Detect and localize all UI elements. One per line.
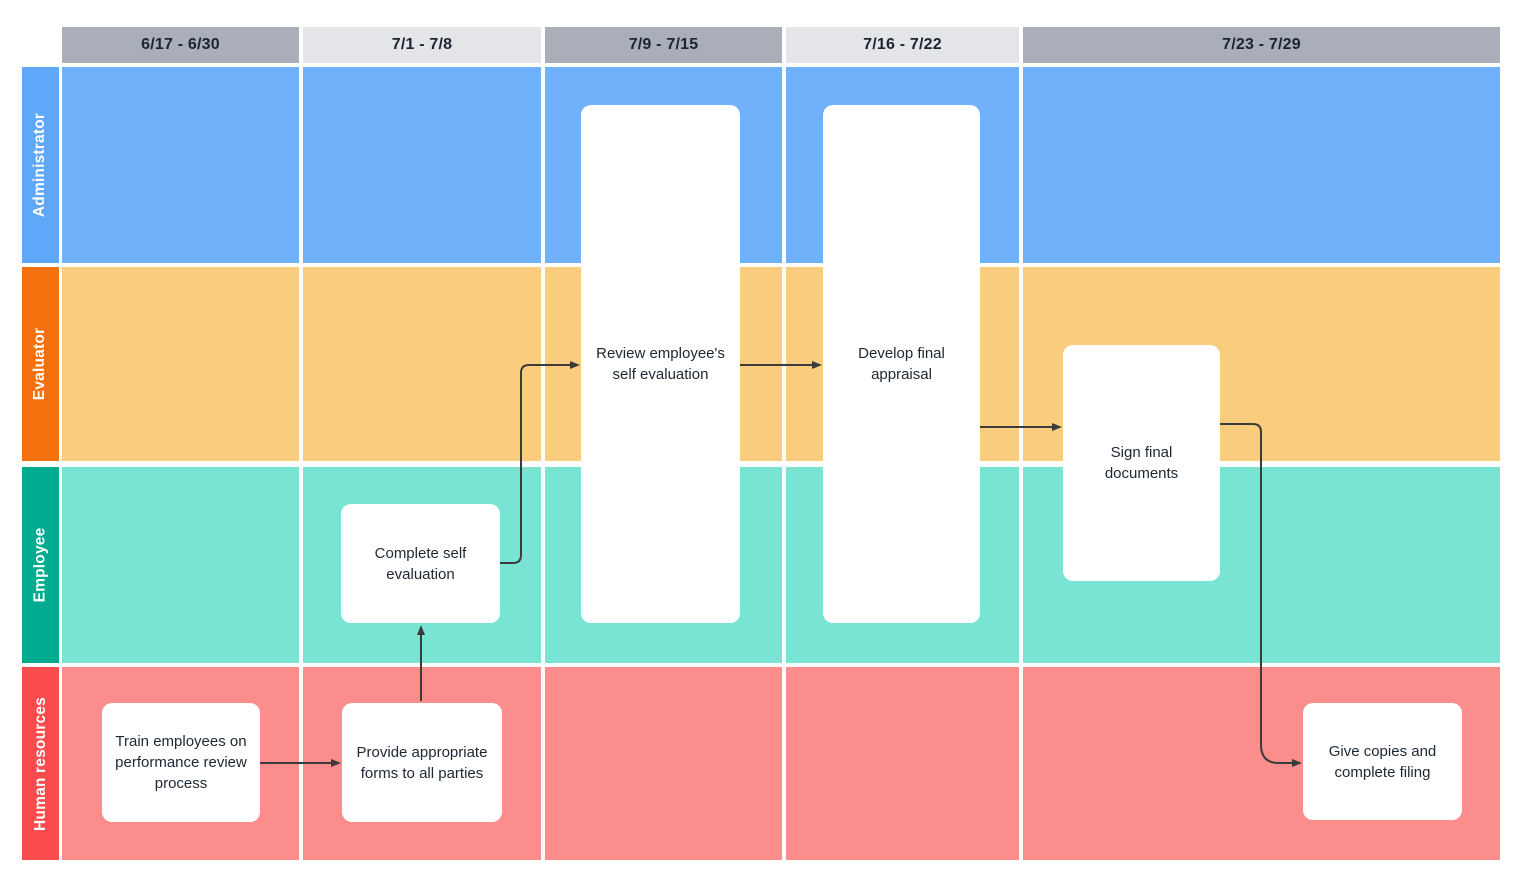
task-provide-forms[interactable]: Provide appropriate forms to all parties [342, 703, 502, 822]
lane-label-administrator: Administrator [22, 67, 59, 263]
lane-label-human-resources: Human resources [22, 667, 59, 860]
lane-body-employee [62, 467, 1500, 663]
task-review-self-evaluation[interactable]: Review employee's self evaluation [581, 105, 740, 623]
lane-label-employee: Employee [22, 467, 59, 663]
column-separator-3 [782, 67, 786, 860]
header-cell-week5: 7/23 - 7/29 [1023, 27, 1500, 63]
task-sign-final-documents[interactable]: Sign final documents [1063, 345, 1220, 581]
lane-body-human-resources [62, 667, 1500, 860]
column-separator-4 [1019, 67, 1023, 860]
header-cell-week2: 7/1 - 7/8 [303, 27, 541, 63]
lane-label-human-resources-text: Human resources [31, 696, 49, 831]
lane-body-administrator [62, 67, 1500, 263]
column-separator-2 [541, 67, 545, 860]
header-cell-week4: 7/16 - 7/22 [786, 27, 1019, 63]
lane-label-administrator-text: Administrator [31, 112, 49, 218]
task-complete-self-evaluation[interactable]: Complete self evaluation [341, 504, 500, 623]
lane-label-employee-text: Employee [31, 527, 49, 603]
column-separator-1 [299, 67, 303, 860]
header-cell-week3: 7/9 - 7/15 [545, 27, 782, 63]
lane-label-evaluator: Evaluator [22, 267, 59, 461]
lane-body-evaluator [62, 267, 1500, 461]
task-give-copies[interactable]: Give copies and complete filing [1303, 703, 1462, 820]
lane-label-evaluator-text: Evaluator [31, 327, 49, 401]
task-develop-final-appraisal[interactable]: Develop final appraisal [823, 105, 980, 623]
header-cell-week1: 6/17 - 6/30 [62, 27, 299, 63]
task-train-employees[interactable]: Train employees on performance review pr… [102, 703, 260, 822]
